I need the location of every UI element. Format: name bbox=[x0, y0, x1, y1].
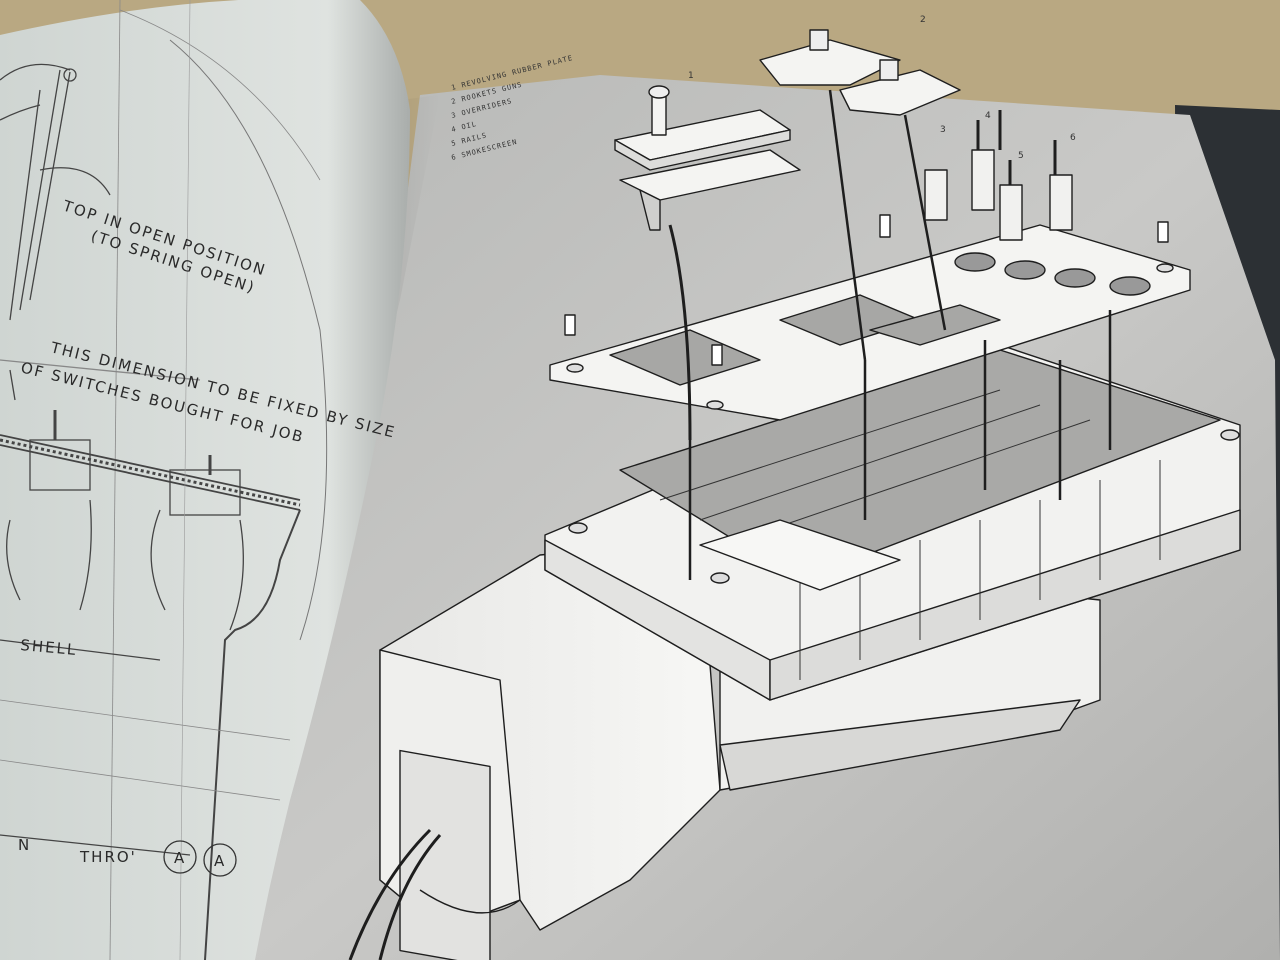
sketch-drawing bbox=[0, 0, 328, 960]
circle-label-2: A bbox=[214, 852, 226, 870]
note-thro: THRO' bbox=[79, 848, 137, 866]
control-unit-illustration bbox=[348, 29, 1241, 960]
part-number-3: 3 bbox=[940, 125, 946, 135]
part-number-2: 2 bbox=[920, 15, 926, 25]
note-n: N bbox=[18, 836, 31, 854]
part-number-6: 6 bbox=[1070, 133, 1076, 143]
part-numbers: 1 2 3 4 5 6 bbox=[688, 15, 1076, 161]
part-number-1: 1 bbox=[688, 71, 694, 81]
note-shell: SHELL bbox=[20, 636, 78, 659]
part-number-4: 4 bbox=[985, 111, 991, 121]
part-number-5: 5 bbox=[1018, 151, 1024, 161]
circle-label-1: A bbox=[174, 849, 186, 867]
